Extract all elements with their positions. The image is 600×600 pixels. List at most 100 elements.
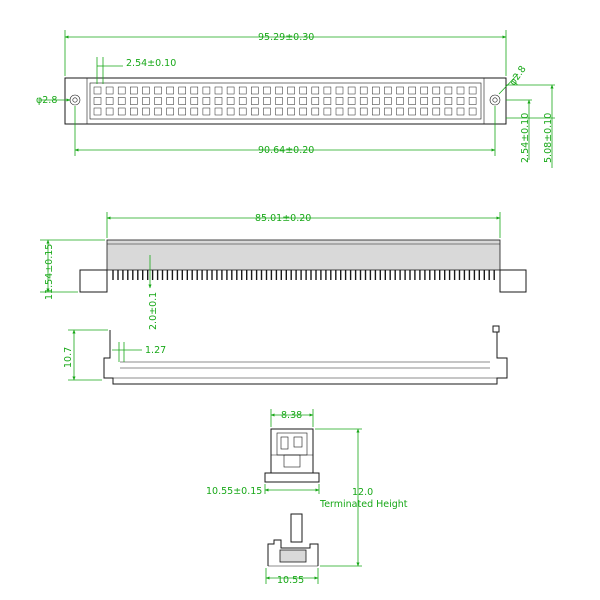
pin-cavity [372,107,380,116]
pin-cavity [226,97,235,105]
pin-cavity [384,107,392,116]
pin-cavity [335,86,344,95]
pin-cavity [456,107,465,116]
pin-cavity [251,107,259,116]
pin-cavity [275,97,283,105]
side1-left-foot [79,269,108,293]
pin-cavity [117,97,126,105]
side1-body [106,239,501,271]
pin-cavity [166,107,174,116]
pin-grid [93,86,477,116]
pin-cavity [105,107,114,116]
pin-cavity [456,86,465,95]
pin-cavity [142,107,150,116]
pin-cavity [384,86,392,95]
row-pitch-text: 2.54±0.10 [520,113,531,163]
left-mounting-ear [64,77,88,125]
pin-cavity [263,86,271,95]
pin-cavity [444,107,453,116]
pin-cavity [432,86,441,95]
pin-cavity [226,86,235,95]
overall-width-text: 95.29±0.30 [258,32,314,43]
pin-cavity [275,107,283,116]
terminated-height-value: 12.0 [352,487,373,498]
base-width-text: 10.55±0.15 [206,486,262,497]
pin-cavity [432,107,441,116]
top-body-outline [64,77,507,125]
pin-cavity [117,107,126,116]
pin-cavity [299,107,307,116]
pin-cavity [166,86,174,95]
pin-cavity [263,107,271,116]
pin-cavity [93,97,102,105]
pin-cavity [468,86,477,95]
row-span-text: 5.08±0.10 [543,113,554,163]
pin-cavity [444,97,453,105]
pin-cavity [335,97,344,105]
pin-cavity [420,97,428,105]
pin-cavity [178,97,186,105]
side-view-2: 10.7 1.27 [63,325,508,385]
pin-cavity [347,86,356,95]
pin-cavity [202,97,211,105]
pin-field [89,82,482,120]
pin-cavity [154,97,162,105]
side-view-1: 85.01±0.20 11.54±0.15 2.0±0.1 [40,212,527,330]
top-width-text: 8.38 [281,410,302,421]
right-hole-text: φ2.8 [507,64,528,88]
left-hole-text: φ2.8 [36,95,57,106]
pin-cavity [130,107,138,116]
pin-cavity [178,107,186,116]
pin-cavity [359,107,368,116]
pin-cavity [347,107,356,116]
pin-cavity [226,107,235,116]
pin-cavity [396,107,404,116]
pin-cavity [154,86,162,95]
pin-cavity [178,86,186,95]
pin-cavity [323,107,332,116]
pin-cavity [251,97,259,105]
pin-cavity [263,97,271,105]
mounted-view: 10.55 [265,513,319,586]
pin-cavity [384,97,392,105]
terminated-height-label: Terminated Height [319,499,408,510]
top-view: 95.29±0.30 2.54±0.10 φ2.8 φ2.8 2.54±0.10… [36,30,555,168]
pin-cavity [432,97,441,105]
pin-cavity [238,86,247,95]
pin-cavity [130,86,138,95]
pin-cavity [408,97,416,105]
pin-cavity [202,86,211,95]
pin-cavity [190,107,199,116]
mounted-body [279,549,307,563]
side1-right-foot [499,269,527,293]
side2-latch [492,325,500,333]
pin-cavity [190,97,199,105]
pin-cavity [202,107,211,116]
right-hole-inner [492,97,498,103]
side1-pins [112,270,495,280]
pin-cavity [456,97,465,105]
pin-cavity [287,107,295,116]
pin-cavity [93,86,102,95]
body-width-text: 90.64±0.20 [258,145,314,156]
pin-cavity [420,107,428,116]
pin-cavity [238,97,247,105]
pin-cavity [105,97,114,105]
pin-cavity [444,86,453,95]
bottom-width-text: 10.55 [277,575,304,586]
pin-cavity [323,86,332,95]
pin-cavity [154,107,162,116]
pin-cavity [117,86,126,95]
pin-cavity [130,97,138,105]
end-view: 8.38 10.55±0.15 12.0 Terminated Height [206,409,408,567]
pin-cavity [359,86,368,95]
pin-cavity [311,107,320,116]
pin-cavity [166,97,174,105]
pin-cavity [299,86,307,95]
pin-cavity [287,97,295,105]
pin-cavity [323,97,332,105]
cable-stub [290,513,303,543]
pin-cavity [299,97,307,105]
pin-cavity [359,97,368,105]
